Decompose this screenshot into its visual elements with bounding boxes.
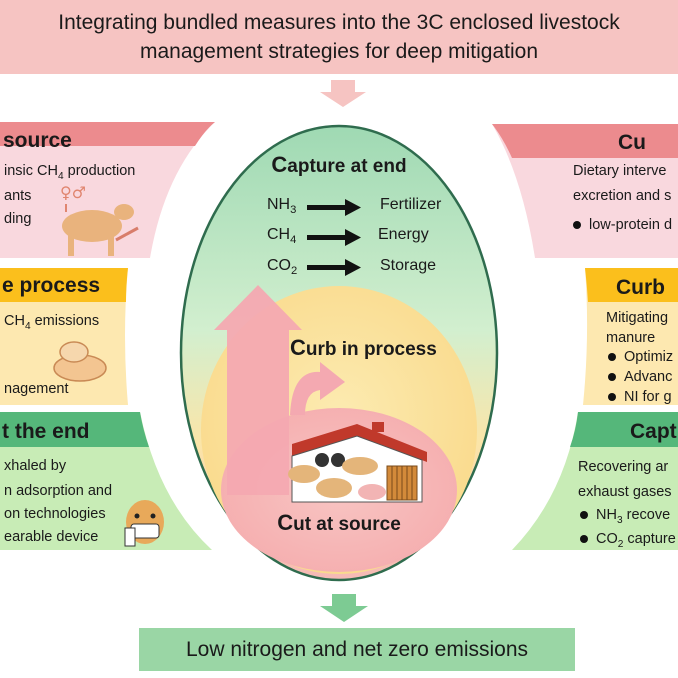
manure-pile-icon (53, 341, 107, 382)
right-capture-line1: Recovering ar (578, 459, 669, 475)
left-curb-title: e process (2, 274, 101, 297)
right-curb-bullet2: Advanc (608, 366, 672, 389)
left-cut-panel (0, 122, 215, 258)
header-title-line1: Integrating bundled measures into the 3C… (58, 11, 620, 34)
right-curb-title: Curb (616, 276, 665, 299)
barn-icon (288, 422, 427, 503)
left-capture-line3: on technologies (4, 506, 106, 522)
left-cut-line2: ants (4, 188, 32, 204)
right-arrow-icon (307, 259, 361, 276)
upward-arrow-icon (214, 285, 302, 495)
cow-with-device-icon (124, 500, 164, 547)
left-curb-line1: CH4 emissions (4, 313, 100, 332)
left-capture-line2: n adsorption and (4, 483, 113, 499)
curved-arrow-icon (290, 362, 345, 415)
cut-at-source-title: Cut at source (277, 510, 401, 535)
left-capture-line4: earable device (4, 529, 99, 545)
row-ch4-product: Energy (378, 226, 429, 243)
curb-in-process-title: Curb in process (290, 335, 437, 360)
right-cut-title: Cu (618, 131, 646, 154)
right-arrow-icon (307, 229, 361, 246)
gender-symbols-icon: ♀♂ (60, 183, 86, 202)
conversion-arrows (307, 199, 361, 276)
right-curb-line1: Mitigating (606, 310, 669, 326)
cattle-group-icon (288, 457, 378, 498)
pig-icon (358, 484, 386, 500)
right-curb-line2: manure (606, 330, 656, 346)
left-cut-line1: insic CH4 production (4, 163, 136, 182)
right-capture-line2: exhaust gases (578, 484, 672, 500)
right-capture-title: Capt (630, 420, 677, 443)
row-nh3-gas: NH3 (267, 196, 297, 217)
right-cut-line1: Dietary interve (573, 163, 667, 179)
left-capture-line1: xhaled by (4, 458, 67, 474)
footer-banner: Low nitrogen and net zero emissions (139, 628, 575, 671)
cow-icon: ♀♂ (60, 183, 139, 256)
right-cut-bullet1: low-protein d (573, 214, 672, 237)
right-arrow-icon (307, 199, 361, 216)
right-capture-bullet1: NH3 recove (580, 504, 670, 532)
left-capture-title: t the end (2, 420, 90, 443)
left-cut-title: source (3, 129, 72, 152)
left-curb-line2: nagement (4, 381, 69, 397)
right-curb-bullet1: Optimiz (608, 346, 673, 369)
down-arrow-icon (320, 80, 366, 107)
capture-at-end-title: Capture at end (271, 152, 407, 177)
row-ch4-gas: CH4 (267, 226, 297, 247)
row-co2-gas: CO2 (267, 257, 298, 278)
row-nh3-product: Fertilizer (380, 196, 442, 213)
right-curb-bullet3: NI for g (608, 386, 672, 409)
header-banner: Integrating bundled measures into the 3C… (0, 0, 678, 74)
bottom-down-arrow-icon (320, 594, 368, 622)
header-title-line2: management strategies for deep mitigatio… (139, 40, 539, 63)
left-cut-line3: ding (4, 211, 32, 227)
right-curb-panel (583, 268, 678, 405)
syringe-icon (115, 226, 139, 242)
row-co2-product: Storage (380, 257, 437, 274)
right-capture-bullet2: CO2 capture (580, 528, 676, 556)
right-cut-line2: excretion and s (573, 188, 672, 204)
